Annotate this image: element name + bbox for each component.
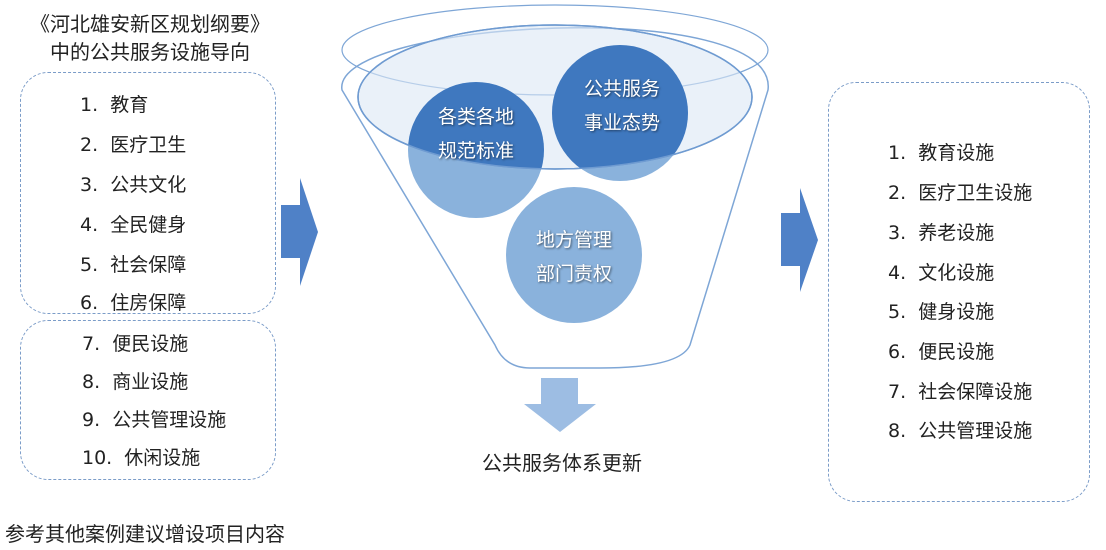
guideline-box <box>20 72 276 314</box>
list-item: 9. 公共管理设施 <box>82 409 227 431</box>
list-item: 1. 教育 <box>80 94 149 116</box>
circle-text: 规范标准 <box>437 140 514 162</box>
list-item: 8. 商业设施 <box>82 371 189 393</box>
list-item: 6. 便民设施 <box>888 341 995 363</box>
list-item: 5. 社会保障 <box>80 254 187 276</box>
circle-text: 部门责权 <box>535 263 612 285</box>
list-item: 7. 社会保障设施 <box>888 381 1033 403</box>
circle-management-label: 地方管理 部门责权 <box>504 223 644 291</box>
circle-text: 各类各地 <box>437 106 514 128</box>
circle-text: 事业态势 <box>583 112 660 134</box>
right-arrow-icon <box>281 178 318 286</box>
list-item: 7. 便民设施 <box>82 333 189 355</box>
list-item: 6. 住房保障 <box>80 292 187 314</box>
list-item: 1. 教育设施 <box>888 142 995 164</box>
result-box <box>828 82 1090 502</box>
left-title-line1: 《河北雄安新区规划纲要》 <box>30 12 270 36</box>
list-item: 5. 健身设施 <box>888 301 995 323</box>
list-item: 3. 公共文化 <box>80 174 187 196</box>
left-title-line2: 中的公共服务设施导向 <box>50 40 250 64</box>
right-arrow-icon <box>781 188 818 292</box>
output-label: 公共服务体系更新 <box>482 451 642 475</box>
circle-management <box>506 187 642 323</box>
list-item: 8. 公共管理设施 <box>888 420 1033 442</box>
circle-text: 公共服务 <box>583 78 660 100</box>
circle-text: 地方管理 <box>535 229 612 251</box>
list-item: 10. 休闲设施 <box>82 447 201 469</box>
list-item: 2. 医疗卫生 <box>80 134 187 156</box>
circle-service-trend-label: 公共服务 事业态势 <box>552 72 692 140</box>
left-footer: 参考其他案例建议增设项目内容 <box>5 522 285 546</box>
suggested-box <box>20 320 276 480</box>
list-item: 4. 全民健身 <box>80 214 187 236</box>
list-item: 4. 文化设施 <box>888 262 995 284</box>
circle-standards-label: 各类各地 规范标准 <box>406 100 546 168</box>
list-item: 2. 医疗卫生设施 <box>888 182 1033 204</box>
list-item: 3. 养老设施 <box>888 222 995 244</box>
down-arrow-icon <box>524 378 596 432</box>
